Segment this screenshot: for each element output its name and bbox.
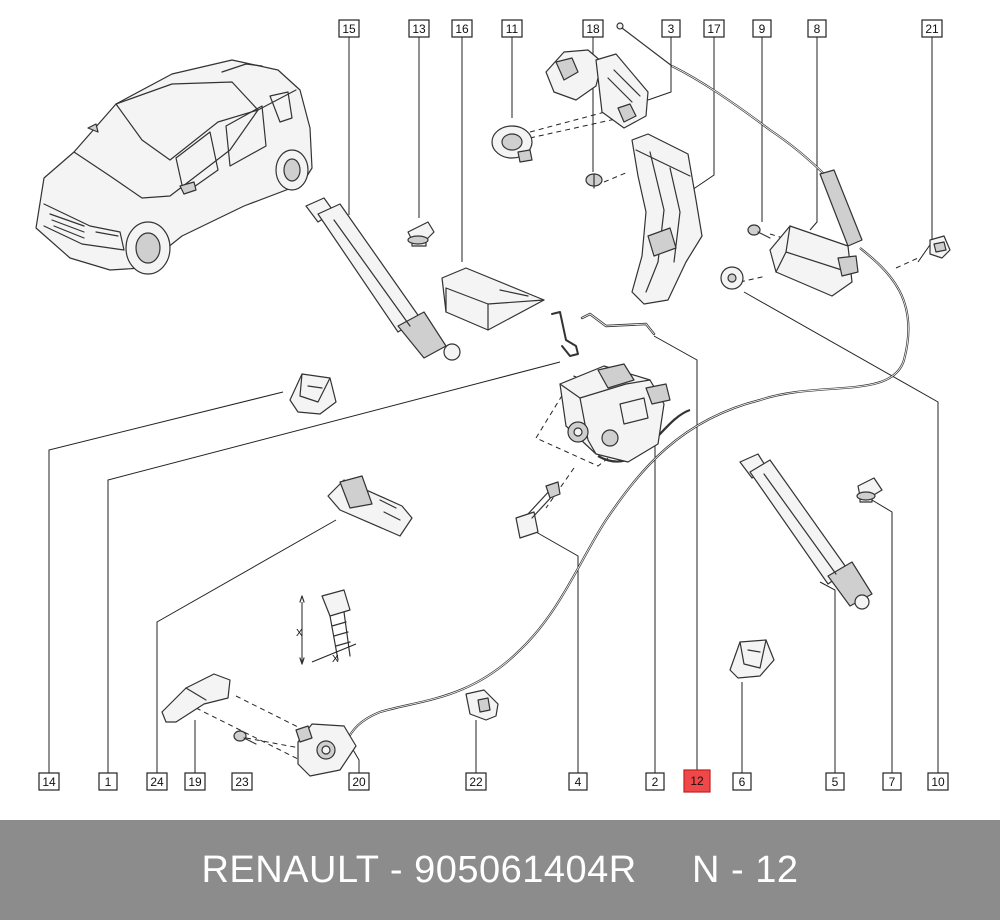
callout-6: 6 — [732, 772, 752, 791]
brand-name: RENAULT — [201, 848, 379, 891]
svg-text:19: 19 — [188, 775, 202, 789]
svg-text:4: 4 — [575, 775, 582, 789]
svg-text:2: 2 — [652, 775, 659, 789]
latch-rod-1 — [551, 311, 579, 357]
svg-text:7: 7 — [889, 775, 896, 789]
washer-10 — [720, 266, 744, 290]
bump-stop-6 — [729, 639, 775, 679]
callout-1: 1 — [98, 772, 118, 791]
footer-caption: RENAULT - 905061404R N - 12 — [201, 849, 798, 892]
car-illustration — [35, 59, 313, 275]
link-rod-12 — [580, 312, 656, 336]
tailgate-lock-2 — [559, 363, 671, 463]
callout-15: 15 — [338, 19, 360, 38]
clip-7 — [856, 477, 883, 503]
callout-10: 10 — [927, 772, 949, 791]
callout-22: 22 — [465, 772, 487, 791]
screw-23 — [233, 730, 257, 745]
release-lever-20 — [295, 723, 357, 777]
svg-text:10: 10 — [931, 775, 945, 789]
latch-handle-3 — [545, 22, 673, 129]
svg-text:24: 24 — [150, 775, 164, 789]
callout-7: 7 — [882, 772, 902, 791]
gas-strut-lower — [739, 453, 873, 610]
callout-14: 14 — [38, 772, 60, 791]
callout-9: 9 — [752, 19, 772, 38]
callout-21: 21 — [921, 19, 943, 38]
callout-3: 3 — [661, 19, 681, 38]
callout-23: 23 — [231, 772, 253, 791]
svg-text:12: 12 — [690, 774, 704, 788]
screw-18 — [585, 173, 603, 189]
svg-text:11: 11 — [506, 22, 519, 36]
svg-text:8: 8 — [814, 22, 821, 36]
footer-bar: RENAULT - 905061404R N - 12 — [0, 820, 1000, 920]
svg-text:3: 3 — [668, 22, 675, 36]
parts-diagram: X X 15 — [35, 19, 951, 793]
callout-13: 13 — [408, 19, 430, 38]
callout-prefix: N — [692, 848, 720, 891]
switch-24 — [327, 475, 413, 537]
callout-19: 19 — [184, 772, 206, 791]
callout-20: 20 — [348, 772, 370, 791]
svg-text:17: 17 — [707, 22, 721, 36]
svg-text:13: 13 — [412, 22, 426, 36]
svg-text:5: 5 — [832, 775, 839, 789]
grommet-11 — [491, 125, 533, 163]
svg-text:6: 6 — [739, 775, 746, 789]
bolt-4 — [515, 481, 561, 539]
callout-2: 2 — [645, 772, 665, 791]
svg-text:1: 1 — [105, 775, 112, 789]
svg-text:18: 18 — [586, 22, 600, 36]
footer-separator: - — [731, 848, 745, 891]
callout-12-highlighted: 12 — [683, 769, 711, 793]
screw-9 — [747, 224, 771, 239]
clip-21 — [929, 235, 951, 259]
dimension-x-horizontal: X — [332, 654, 339, 665]
cables — [345, 65, 910, 743]
dimension-x-vertical: X — [296, 628, 303, 639]
callout-11: 11 — [501, 19, 523, 38]
callout-number: 12 — [755, 848, 799, 891]
svg-text:21: 21 — [925, 22, 939, 36]
svg-text:9: 9 — [759, 22, 766, 36]
clip-13 — [407, 221, 435, 247]
callout-24: 24 — [146, 772, 168, 791]
clip-22 — [465, 689, 499, 721]
callout-16: 16 — [451, 19, 473, 38]
foam-pad-16 — [441, 267, 545, 331]
callout-4: 4 — [568, 772, 588, 791]
handle-cover-19 — [161, 673, 231, 723]
callout-18: 18 — [582, 19, 604, 38]
bracket-17 — [631, 133, 703, 305]
svg-text:16: 16 — [455, 22, 469, 36]
part-number: 905061404R — [414, 848, 637, 891]
gas-strut-upper — [305, 197, 461, 361]
footer-separator: - — [389, 848, 404, 891]
svg-text:20: 20 — [352, 775, 366, 789]
svg-text:23: 23 — [235, 775, 249, 789]
callout-17: 17 — [703, 19, 725, 38]
svg-text:22: 22 — [469, 775, 483, 789]
svg-text:15: 15 — [342, 22, 356, 36]
svg-text:14: 14 — [42, 775, 56, 789]
actuator-8 — [769, 225, 859, 297]
callout-8: 8 — [807, 19, 827, 38]
dimension-bolt: X X — [296, 589, 357, 665]
bump-stop-14 — [289, 373, 337, 415]
callout-5: 5 — [825, 772, 845, 791]
